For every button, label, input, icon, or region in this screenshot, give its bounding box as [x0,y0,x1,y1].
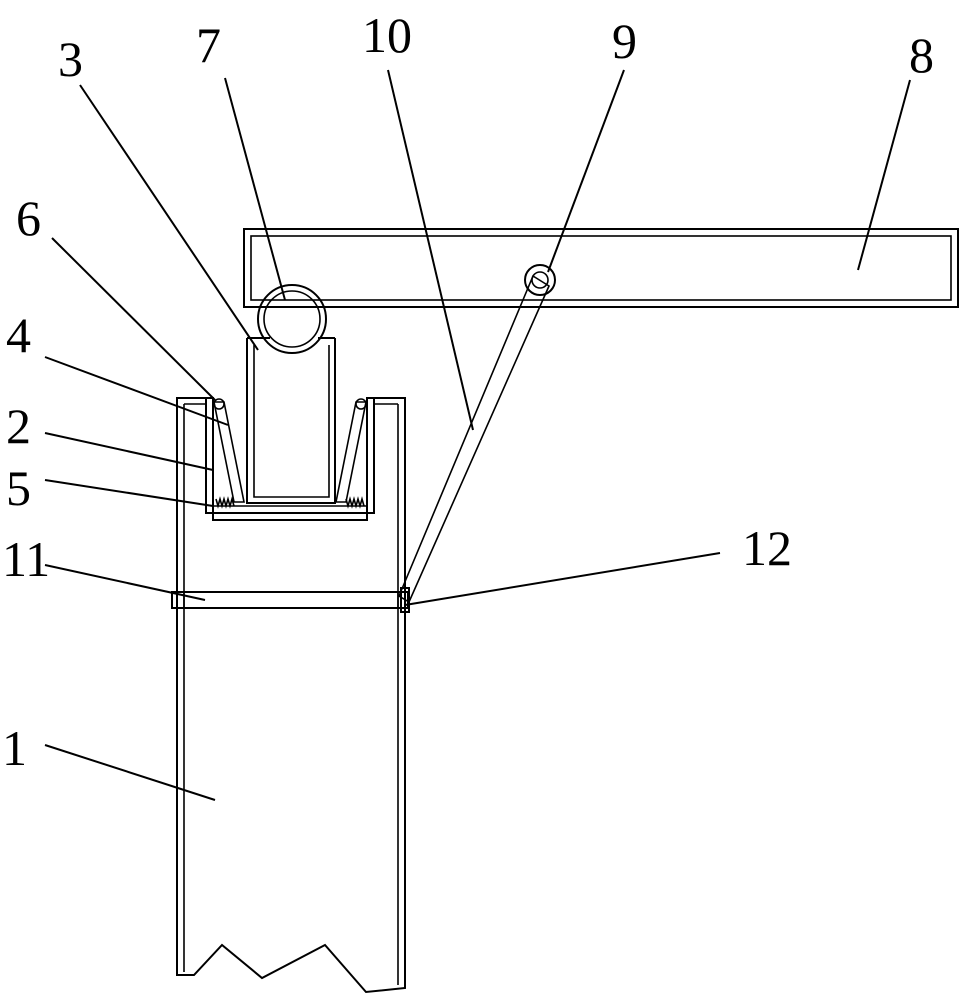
pivot-pins [213,398,367,410]
lower-hinge [400,587,410,613]
part-labels: 3 7 10 9 8 6 4 2 5 11 12 1 [2,7,934,776]
label-1: 1 [2,720,27,776]
insert-block [246,337,336,504]
main-post [176,397,406,994]
label-2: 2 [6,398,31,454]
label-9: 9 [612,13,637,69]
diagonal-brace [397,274,551,604]
leader-lines [44,69,911,801]
label-5: 5 [6,460,31,516]
label-4: 4 [6,307,31,363]
clamp-band [171,591,409,609]
label-8: 8 [909,27,934,83]
label-6: 6 [16,190,41,246]
u-slot [205,398,375,514]
label-12: 12 [742,520,792,576]
label-3: 3 [58,31,83,87]
clamp-plates [213,401,367,503]
label-11: 11 [2,531,50,587]
springs [215,496,365,509]
brace-pin [524,264,556,296]
label-7: 7 [196,17,221,73]
label-10: 10 [362,7,412,63]
roller [257,284,327,354]
horizontal-beam [243,228,959,308]
